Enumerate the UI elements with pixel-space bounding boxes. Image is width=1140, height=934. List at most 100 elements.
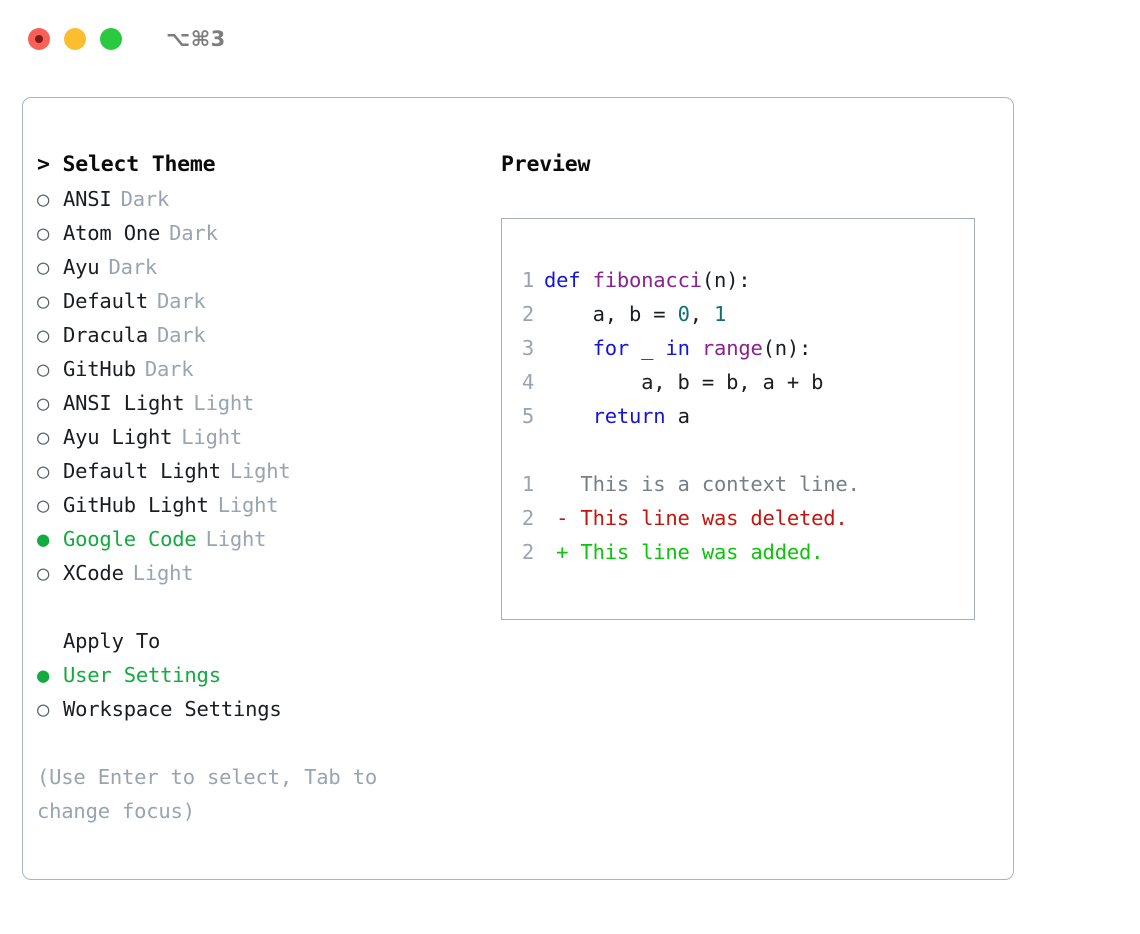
diff-line: 2 - This line was deleted. — [502, 501, 974, 535]
theme-list-item[interactable]: ○ Ayu Dark — [37, 250, 487, 284]
minimize-window-icon[interactable] — [64, 28, 86, 50]
code-token: in — [665, 336, 690, 360]
theme-variant-badge: Dark — [108, 255, 158, 279]
radio-selected-icon[interactable]: ● — [37, 527, 50, 551]
code-token: return — [592, 404, 666, 428]
radio-unselected-icon[interactable]: ○ — [37, 187, 50, 211]
title-bar: ⌥⌘3 — [0, 0, 1140, 78]
line-number: 2 — [521, 506, 534, 530]
radio-unselected-icon[interactable]: ○ — [37, 289, 50, 313]
code-token: range — [701, 336, 763, 360]
traffic-lights — [28, 28, 122, 50]
theme-list-item[interactable]: ○ ANSI Dark — [37, 182, 487, 216]
diff-line: 1 This is a context line. — [502, 467, 974, 501]
spacer — [502, 433, 974, 467]
keyboard-hint: (Use Enter to select, Tab to change focu… — [37, 765, 377, 823]
code-token: 0 — [677, 302, 690, 326]
code-token: , — [689, 302, 715, 326]
theme-name: GitHub — [63, 357, 136, 381]
preview-title: Preview — [501, 152, 591, 177]
theme-variant-badge: Light — [217, 493, 279, 517]
theme-variant-badge: Dark — [157, 323, 206, 347]
code-text: a, b = b, a + b — [544, 365, 823, 399]
code-token: a — [665, 404, 690, 428]
code-text: def fibonacci(n): — [544, 263, 751, 297]
theme-name: Google Code — [63, 527, 197, 551]
radio-unselected-icon[interactable]: ○ — [37, 697, 50, 721]
theme-variant-badge: Dark — [169, 221, 218, 245]
theme-variant-badge: Light — [181, 425, 242, 449]
line-number: 2 — [521, 540, 534, 564]
apply-to-list: ●User Settings○Workspace Settings — [37, 658, 487, 726]
radio-unselected-icon[interactable]: ○ — [37, 357, 50, 381]
code-token: a, b = — [544, 302, 678, 326]
diff-line: 2 + This line was added. — [502, 535, 974, 569]
theme-variant-badge: Light — [205, 527, 267, 551]
theme-variant-badge: Dark — [144, 357, 194, 381]
theme-name: Atom One — [63, 221, 161, 245]
theme-name: XCode — [63, 561, 124, 585]
radio-unselected-icon[interactable]: ○ — [37, 255, 50, 279]
apply-to-option[interactable]: ○Workspace Settings — [37, 692, 487, 726]
radio-unselected-icon[interactable]: ○ — [37, 425, 50, 449]
code-token: This is a context line. — [544, 472, 860, 496]
code-token: (n): — [701, 268, 751, 292]
radio-unselected-icon[interactable]: ○ — [37, 561, 50, 585]
theme-list-item[interactable]: ○ Dracula Dark — [37, 318, 487, 352]
theme-name: Ayu — [63, 255, 100, 279]
code-token: (n): — [762, 336, 812, 360]
theme-list-item[interactable]: ○ Atom One Dark — [37, 216, 487, 250]
theme-name: GitHub Light — [63, 493, 209, 517]
radio-unselected-icon[interactable]: ○ — [37, 221, 50, 245]
code-token: a, b = b, a + b — [544, 370, 824, 394]
theme-variant-badge: Light — [229, 459, 291, 483]
radio-selected-icon[interactable]: ● — [37, 663, 50, 687]
radio-unselected-icon[interactable]: ○ — [37, 391, 50, 415]
theme-variant-badge: Dark — [120, 187, 170, 211]
apply-to-header: Apply To — [63, 629, 161, 653]
code-line: 2 a, b = 0, 1 — [502, 297, 974, 331]
code-token: _ — [629, 336, 666, 360]
line-number: 1 — [521, 472, 534, 496]
line-number: 3 — [521, 336, 534, 360]
theme-list-item[interactable]: ○ GitHub Dark — [37, 352, 487, 386]
theme-name: Dracula — [63, 323, 148, 347]
theme-list-header: > Select Theme — [37, 152, 216, 177]
radio-unselected-icon[interactable]: ○ — [37, 323, 50, 347]
code-token: fibonacci — [592, 268, 702, 292]
theme-list-item[interactable]: ○ Ayu Light Light — [37, 420, 487, 454]
code-text: - This line was deleted. — [544, 501, 848, 535]
theme-name: Default — [63, 289, 148, 313]
theme-name: ANSI — [63, 187, 112, 211]
code-text: This is a context line. — [544, 467, 860, 501]
theme-variant-badge: Light — [132, 561, 194, 585]
code-token: for — [592, 336, 630, 360]
theme-list-item[interactable]: ○ GitHub Light Light — [37, 488, 487, 522]
spacer — [37, 590, 487, 624]
theme-list-item[interactable]: ○ XCode Light — [37, 556, 487, 590]
code-token: + This line was added. — [544, 540, 824, 564]
maximize-window-icon[interactable] — [100, 28, 122, 50]
theme-name: Ayu Light — [63, 425, 173, 449]
apply-to-option[interactable]: ●User Settings — [37, 658, 487, 692]
code-token — [544, 336, 593, 360]
code-token: - This line was deleted. — [544, 506, 848, 530]
close-window-icon[interactable] — [28, 28, 50, 50]
radio-unselected-icon[interactable]: ○ — [37, 459, 50, 483]
radio-unselected-icon[interactable]: ○ — [37, 493, 50, 517]
theme-list-item[interactable]: ● Google Code Light — [37, 522, 487, 556]
code-token: 1 — [714, 302, 727, 326]
line-number: 1 — [521, 268, 534, 292]
code-line: 4 a, b = b, a + b — [502, 365, 974, 399]
keyboard-shortcut-label: ⌥⌘3 — [166, 27, 226, 51]
theme-variant-badge: Light — [193, 391, 255, 415]
line-number: 2 — [521, 302, 534, 326]
